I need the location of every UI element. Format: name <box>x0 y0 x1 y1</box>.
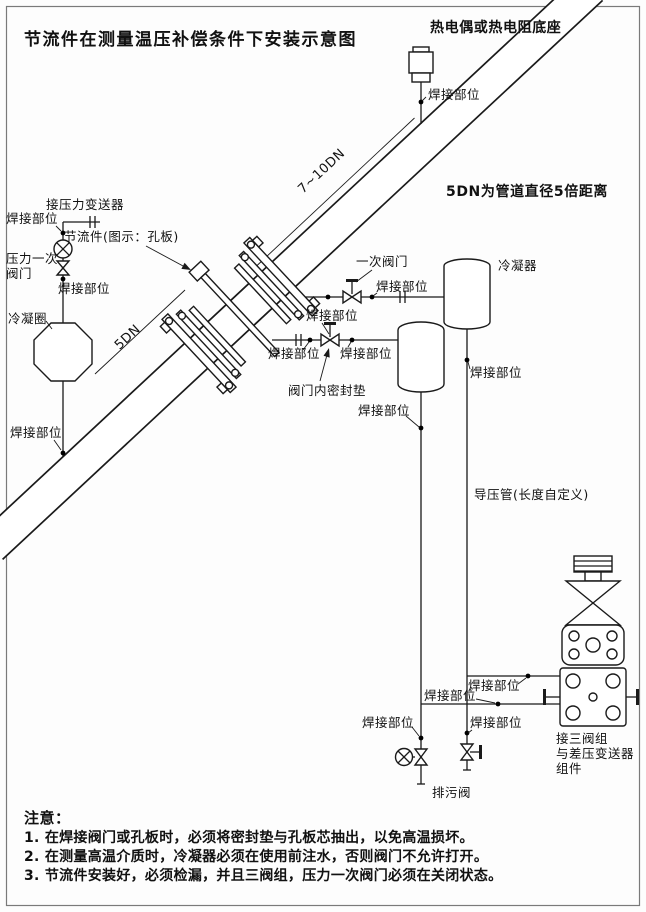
condenser-b <box>397 321 445 393</box>
thermowell-boss <box>408 46 434 124</box>
page-title: 节流件在测量温压补偿条件下安装示意图 <box>24 30 357 50</box>
weld-label-pressure-valve: 焊接部位 <box>58 281 111 296</box>
weld-label-condenser-a: 焊接部位 <box>470 365 523 380</box>
impulse-tap-line-1 <box>305 269 444 305</box>
note-item-3: 3. 节流件安装好，必须检漏，并且三阀组，压力一次阀门必须在关闭状态。 <box>24 868 503 884</box>
weld-label-valve2-right: 焊接部位 <box>340 346 393 361</box>
page-border <box>5 5 641 907</box>
impulse-pipes <box>405 329 560 785</box>
valve-gasket-label: 阀门内密封垫 <box>288 383 367 398</box>
condenser-a <box>443 258 491 330</box>
pressure-transmitter-conn-label: 接压力变送器 <box>46 197 125 212</box>
throttle-label-arrow <box>145 245 191 270</box>
note-item-1: 1. 在焊接阀门或孔板时，必须将密封垫与孔板芯抽出，以免高温损坏。 <box>24 830 474 846</box>
note-item-2: 2. 在测量高温介质时，冷凝器必须在使用前注水，否则阀门不允许打开。 <box>24 849 489 865</box>
impulse-pipe-label: 导压管(长度自定义) <box>474 487 589 502</box>
condensing-ring-symbol <box>33 322 93 382</box>
impulse-tap-line-2 <box>272 322 398 382</box>
weld-label-valve2-left: 焊接部位 <box>268 346 321 361</box>
weld-label-valve2-top: 焊接部位 <box>306 308 359 323</box>
three-valve-manifold <box>543 667 639 727</box>
three-valve-group-label: 接三阀组 与差压变送器 组件 <box>556 731 635 776</box>
weld-label-drain-left: 焊接部位 <box>362 715 415 730</box>
weld-label-drain-right: 焊接部位 <box>470 715 523 730</box>
weld-label-pressure-tap-top: 焊接部位 <box>6 211 59 226</box>
weld-label-pipe-tap: 焊接部位 <box>10 425 63 440</box>
notes-heading: 注意： <box>24 809 71 827</box>
weld-label-manifold-h2: 焊接部位 <box>424 688 477 703</box>
drain-valve-left-symbol <box>394 747 429 767</box>
dimension-lines <box>94 117 415 375</box>
orifice-assembly <box>159 235 321 395</box>
weld-label-thermowell: 焊接部位 <box>428 87 481 102</box>
weld-label-condenser-b: 焊接部位 <box>358 403 411 418</box>
pressure-primary-valve-label: 压力一次 阀门 <box>6 251 59 281</box>
thermocouple-base-label: 热电偶或热电阻底座 <box>430 20 562 36</box>
drain-valve-label: 排污阀 <box>432 785 472 800</box>
process-pipe <box>0 0 604 561</box>
drain-valve-right-symbol <box>459 743 482 761</box>
weld-label-manifold-h1: 焊接部位 <box>468 678 521 693</box>
throttle-device-label: 节流件(图示：孔板) <box>64 229 179 244</box>
weld-label-valve1: 焊接部位 <box>376 279 429 294</box>
pressure-tap-line <box>33 216 100 457</box>
dp-transmitter <box>561 555 625 666</box>
condenser-label: 冷凝器 <box>498 258 538 273</box>
condensing-ring-label: 冷凝圈 <box>8 311 48 326</box>
dn-distance-note: 5DN为管道直径5倍距离 <box>446 184 609 200</box>
pressure-primary-valve-symbol <box>53 239 73 276</box>
primary-valve-1-symbol <box>342 279 362 305</box>
primary-valve-2-symbol <box>320 322 340 348</box>
primary-valve-label: 一次阀门 <box>356 254 409 269</box>
